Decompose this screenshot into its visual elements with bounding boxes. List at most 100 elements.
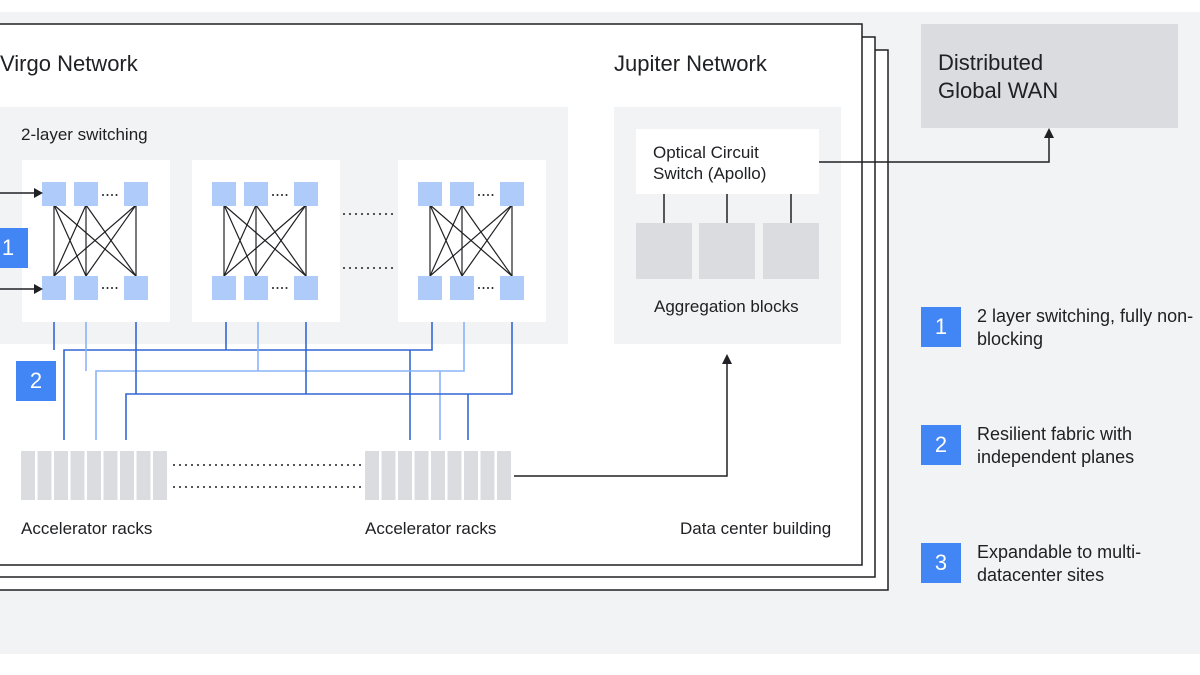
accelerator-rack bbox=[87, 451, 101, 500]
switch-node-bottom bbox=[124, 276, 148, 300]
group-ellipsis-dot bbox=[367, 267, 369, 269]
jupiter-arrowhead bbox=[722, 354, 732, 364]
switch-node-bottom bbox=[42, 276, 66, 300]
node-dot bbox=[285, 287, 288, 289]
group-ellipsis-dot bbox=[385, 213, 387, 215]
legend-text-2: Resilient fabric with independent planes bbox=[977, 424, 1135, 467]
group-ellipsis-dot bbox=[373, 267, 375, 269]
rack-ellipsis-dot bbox=[239, 464, 241, 466]
rack-ellipsis-dot bbox=[251, 464, 253, 466]
legend-badge-2: 2 bbox=[921, 425, 961, 465]
switch-node-bottom bbox=[244, 276, 268, 300]
accelerator-rack bbox=[480, 451, 495, 500]
input-arrowhead-bottom bbox=[34, 284, 43, 294]
rack-ellipsis-dot bbox=[353, 464, 355, 466]
accelerator-rack bbox=[70, 451, 85, 500]
rack-ellipsis-dot bbox=[311, 464, 313, 466]
rack-ellipsis-dot bbox=[185, 464, 187, 466]
node-dot bbox=[106, 194, 109, 196]
crossbar-link bbox=[53, 204, 87, 277]
rack-ellipsis-dot bbox=[179, 464, 181, 466]
switch-node-top bbox=[244, 182, 268, 206]
rack-ellipsis-dot bbox=[191, 486, 193, 488]
crossbar-link bbox=[429, 204, 463, 277]
rack-ellipsis-dot bbox=[203, 464, 205, 466]
group-ellipsis-dot bbox=[361, 213, 363, 215]
switch-node-bottom bbox=[294, 276, 318, 300]
accelerator-rack bbox=[414, 451, 429, 500]
rack-ellipsis-dot bbox=[317, 486, 319, 488]
accelerator-rack bbox=[136, 451, 151, 500]
rack-ellipsis-dot bbox=[215, 464, 217, 466]
accelerator-rack bbox=[365, 451, 379, 500]
ocs-box bbox=[636, 129, 819, 194]
rack-ellipsis-dot bbox=[317, 464, 319, 466]
rack-ellipsis-dot bbox=[335, 464, 337, 466]
switch-node-top bbox=[212, 182, 236, 206]
group-ellipsis-dot bbox=[355, 267, 357, 269]
accelerator-rack bbox=[497, 451, 511, 500]
node-dot bbox=[491, 287, 494, 289]
rack-ellipsis-dot bbox=[269, 486, 271, 488]
rack-ellipsis-dot bbox=[305, 464, 307, 466]
switch-node-bottom bbox=[212, 276, 236, 300]
switch-groups bbox=[22, 160, 546, 322]
rack-ellipsis-dot bbox=[353, 486, 355, 488]
rack-ellipsis-dot bbox=[305, 486, 307, 488]
node-dot bbox=[272, 287, 274, 289]
accelerator-rack bbox=[398, 451, 412, 500]
rack-ellipsis-dot bbox=[275, 486, 277, 488]
rack-ellipsis-dot bbox=[335, 486, 337, 488]
node-dot bbox=[111, 287, 113, 289]
node-dot bbox=[482, 194, 485, 196]
accelerator-racks-label-left: Accelerator racks bbox=[21, 519, 153, 538]
crossbar-link bbox=[53, 204, 137, 277]
group-ellipsis-dot bbox=[343, 267, 345, 269]
accelerator-rack bbox=[153, 451, 167, 500]
group-ellipsis-dot bbox=[367, 213, 369, 215]
rack-ellipsis-dot bbox=[359, 464, 361, 466]
rack-ellipsis-dot bbox=[221, 486, 223, 488]
node-dot bbox=[276, 194, 279, 196]
group-ellipsis-dot bbox=[379, 267, 381, 269]
rack-ellipsis-dot bbox=[341, 464, 343, 466]
switch-node-top bbox=[450, 182, 474, 206]
rack-ellipsis-dot bbox=[293, 464, 295, 466]
group-ellipsis-dot bbox=[391, 267, 393, 269]
node-dot bbox=[111, 194, 113, 196]
switch-node-top bbox=[74, 182, 98, 206]
group-ellipsis-dot bbox=[349, 213, 351, 215]
rack-ellipsis-dot bbox=[245, 486, 247, 488]
node-dot bbox=[487, 287, 489, 289]
accelerator-rack bbox=[447, 451, 462, 500]
rack-ellipsis-dot bbox=[173, 464, 175, 466]
rack-ellipsis-dot bbox=[191, 464, 193, 466]
rack-ellipsis-dot bbox=[263, 464, 265, 466]
rack-ellipsis-dot bbox=[299, 464, 301, 466]
accelerator-rack bbox=[381, 451, 396, 500]
node-dot bbox=[272, 194, 274, 196]
racks-to-jupiter-link bbox=[514, 362, 728, 477]
rack-ellipsis-dot bbox=[257, 464, 259, 466]
node-dot bbox=[482, 287, 485, 289]
rack-ellipsis-dot bbox=[341, 486, 343, 488]
rack-ellipsis-dot bbox=[281, 486, 283, 488]
group-ellipsis-dot bbox=[343, 213, 345, 215]
node-dot bbox=[478, 287, 480, 289]
aggregation-block bbox=[699, 223, 755, 279]
rack-ellipsis-dot bbox=[281, 464, 283, 466]
rack-ellipsis-dot bbox=[245, 464, 247, 466]
rack-ellipsis-dot bbox=[251, 486, 253, 488]
fabric-link bbox=[95, 298, 465, 440]
switch-node-bottom bbox=[74, 276, 98, 300]
rack-ellipsis-dot bbox=[215, 486, 217, 488]
group-ellipsis-dot bbox=[379, 213, 381, 215]
rack-ellipsis-dot bbox=[287, 486, 289, 488]
rack-ellipsis-dot bbox=[203, 486, 205, 488]
node-dot bbox=[281, 287, 283, 289]
rack-ellipsis-dot bbox=[197, 464, 199, 466]
rack-ellipsis-dot bbox=[233, 486, 235, 488]
group-ellipsis-dot bbox=[391, 213, 393, 215]
node-dot bbox=[281, 194, 283, 196]
